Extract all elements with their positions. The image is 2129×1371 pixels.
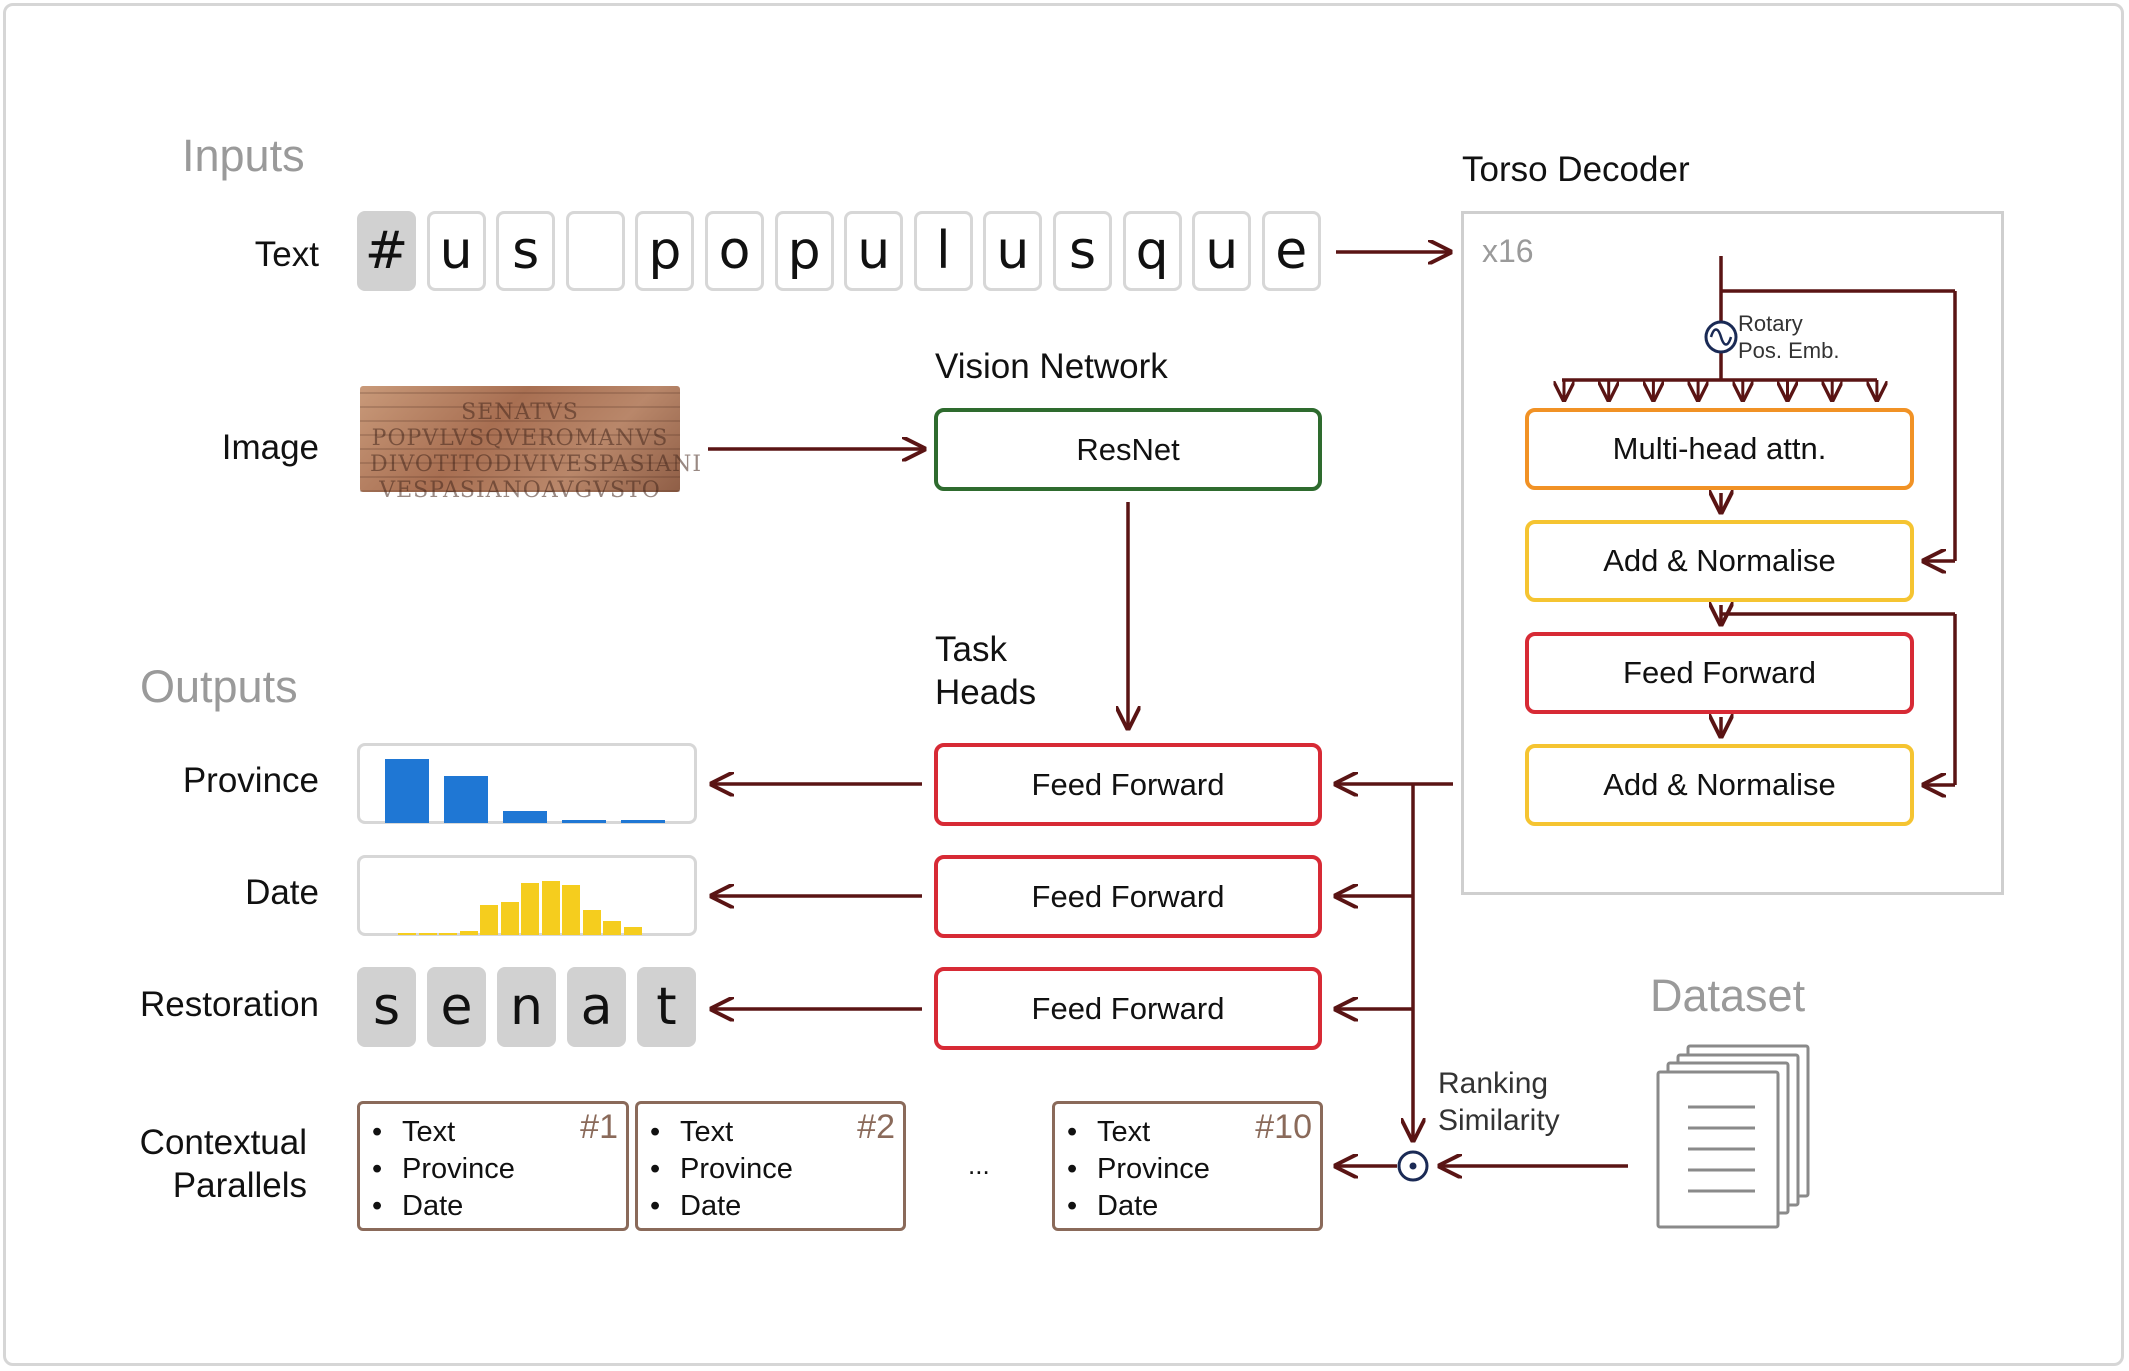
restoration-token: t <box>637 967 696 1047</box>
parallel-2-item: Province <box>650 1151 903 1188</box>
date-bar <box>398 932 416 935</box>
input-token: u <box>426 211 486 291</box>
task-heads-title-1: Task <box>935 630 1007 669</box>
parallel-2-rank: #2 <box>857 1108 895 1146</box>
restoration-row-label: Restoration <box>140 985 319 1024</box>
input-token: o <box>705 211 764 291</box>
inscription-text: SENATVS POPVLVSQVEROMANVS DIVOTITODIVIVE… <box>370 400 703 503</box>
parallel-10-item: Date <box>1067 1188 1320 1225</box>
resnet-box: ResNet <box>934 408 1322 491</box>
add-normalise-box-1: Add & Normalise <box>1525 520 1914 602</box>
province-bar <box>444 775 488 823</box>
parallel-card-2: Text Province Date #2 <box>635 1101 906 1231</box>
input-token <box>565 211 625 291</box>
parallel-1-item: Text <box>372 1114 626 1151</box>
input-token: u <box>983 211 1043 291</box>
text-row-label: Text <box>254 235 319 274</box>
parallel-1-item: Date <box>372 1188 626 1225</box>
parallel-10-item: Text <box>1067 1114 1320 1151</box>
input-token: # <box>357 211 416 291</box>
input-token: s <box>1053 211 1112 291</box>
restoration-token: s <box>357 967 416 1047</box>
date-bar <box>521 883 539 935</box>
province-head-box: Feed Forward <box>934 743 1322 826</box>
restoration-token: n <box>497 967 556 1047</box>
contextual-row-label: Contextual <box>139 1123 307 1162</box>
rotary-label-1: Rotary <box>1738 311 1803 336</box>
image-row-label: Image <box>221 428 319 467</box>
torso-feed-forward-label: Feed Forward <box>1623 655 1816 690</box>
outputs-title: Outputs <box>140 661 298 712</box>
add-normalise-box-2: Add & Normalise <box>1525 744 1914 826</box>
input-token: s <box>496 211 556 291</box>
date-bar <box>439 932 457 935</box>
input-token: e <box>1261 211 1321 291</box>
province-bar <box>385 759 429 823</box>
restoration-token: a <box>567 967 626 1047</box>
torso-decoder-box <box>1461 211 2004 895</box>
parallels-ellipsis: ... <box>968 1150 990 1180</box>
date-bar <box>418 932 437 935</box>
restoration-head-label: Feed Forward <box>1031 990 1225 1026</box>
input-token: u <box>844 211 904 291</box>
province-bar <box>562 819 606 823</box>
vision-network-title: Vision Network <box>935 347 1168 386</box>
date-histogram <box>357 855 697 936</box>
dataset-title: Dataset <box>1650 970 1806 1021</box>
task-heads-title-2: Heads <box>935 673 1037 712</box>
parallels-row-label: Parallels <box>172 1166 307 1205</box>
date-bar <box>582 910 601 935</box>
date-row-label: Date <box>245 873 319 912</box>
date-bar <box>623 927 642 935</box>
torso-feed-forward-box: Feed Forward <box>1525 632 1914 714</box>
province-bar <box>621 819 665 823</box>
input-token: p <box>774 211 834 291</box>
add-normalise-label-2: Add & Normalise <box>1603 767 1836 802</box>
outer-frame <box>3 3 2124 1366</box>
input-token: q <box>1122 211 1182 291</box>
parallel-1-rank: #1 <box>580 1108 618 1146</box>
parallel-2-item: Text <box>650 1114 903 1151</box>
parallel-card-10: Text Province Date #10 <box>1052 1101 1323 1231</box>
date-bar <box>603 920 621 935</box>
input-token: p <box>635 211 695 291</box>
date-bar <box>480 905 498 935</box>
parallel-10-rank: #10 <box>1255 1108 1312 1146</box>
multihead-attn-label: Multi-head attn. <box>1612 431 1827 466</box>
parallel-1-item: Province <box>372 1151 626 1188</box>
province-row-label: Province <box>182 761 319 800</box>
date-head-label: Feed Forward <box>1031 878 1225 914</box>
restoration-token: e <box>427 967 486 1047</box>
inputs-title: Inputs <box>182 130 305 181</box>
parallel-10-item: Province <box>1067 1151 1320 1188</box>
province-histogram <box>357 743 697 824</box>
province-head-label: Feed Forward <box>1031 766 1225 802</box>
add-normalise-label-1: Add & Normalise <box>1603 543 1836 578</box>
date-bar <box>562 885 580 935</box>
ranking-label-2: Similarity <box>1438 1104 1560 1137</box>
province-bar <box>503 811 547 823</box>
inscription-image: SENATVS POPVLVSQVEROMANVS DIVOTITODIVIVE… <box>360 386 701 503</box>
ranking-label-1: Ranking <box>1438 1067 1549 1100</box>
torso-decoder-title: Torso Decoder <box>1462 150 1690 189</box>
parallel-2-item: Date <box>650 1188 903 1225</box>
multihead-attn-box: Multi-head attn. <box>1525 408 1914 490</box>
input-token: l <box>913 211 973 291</box>
date-bar <box>500 901 519 935</box>
date-bar <box>541 881 560 935</box>
restoration-head-box: Feed Forward <box>934 967 1322 1050</box>
date-bar <box>459 931 478 935</box>
input-token: u <box>1192 211 1252 291</box>
rotary-label-2: Pos. Emb. <box>1738 338 1840 363</box>
parallel-card-1: Text Province Date #1 <box>357 1101 629 1231</box>
resnet-label: ResNet <box>1076 431 1180 467</box>
repeat-label: x16 <box>1482 233 1534 269</box>
date-head-box: Feed Forward <box>934 855 1322 938</box>
